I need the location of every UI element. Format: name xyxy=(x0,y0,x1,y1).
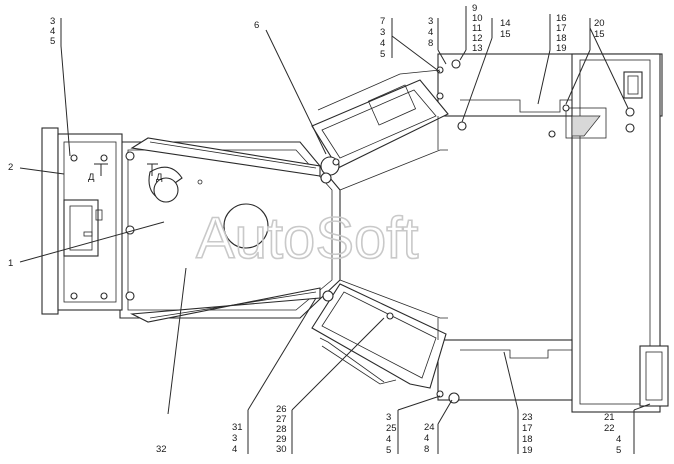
front-end xyxy=(41,127,123,315)
callout-17-line-0: 21 xyxy=(604,412,615,423)
callout-7-line-3: 12 xyxy=(472,33,483,44)
callout-15-line-1: 4 xyxy=(424,433,429,444)
section-mark-right: Д xyxy=(156,172,163,183)
callout-3: 1 xyxy=(8,258,13,269)
callout-16: 23 17 18 19 xyxy=(522,412,533,456)
central-body xyxy=(119,141,341,319)
callout-16-line-1: 17 xyxy=(522,423,533,434)
callout-14: 3 25 4 5 xyxy=(386,412,397,456)
callout-5-line-3: 5 xyxy=(380,49,385,60)
callout-1-line-0: 3 xyxy=(50,16,55,27)
callout-12-line-1: 3 xyxy=(232,433,237,444)
callout-16-line-3: 19 xyxy=(522,445,533,456)
callout-9-line-1: 17 xyxy=(556,23,567,34)
callout-15-line-0: 24 xyxy=(424,422,435,433)
callout-7-line-0: 9 xyxy=(472,3,477,14)
callout-15-line-2: 8 xyxy=(424,444,429,455)
callout-15: 24 4 8 xyxy=(424,422,435,455)
callout-13-line-1: 27 xyxy=(276,414,287,425)
callout-14-line-2: 4 xyxy=(386,434,391,445)
callout-7-line-4: 13 xyxy=(472,43,483,54)
upper-lift-arm xyxy=(130,69,449,184)
callout-12-line-0: 31 xyxy=(232,422,243,433)
callout-11-line-0: 32 xyxy=(156,444,167,455)
callout-17-line-2: 4 xyxy=(616,434,621,445)
callout-5-line-0: 7 xyxy=(380,16,385,27)
callout-8-line-1: 15 xyxy=(500,29,511,40)
callout-1: 3 4 5 xyxy=(50,16,55,47)
callout-2-line-0: 2 xyxy=(8,162,13,173)
callout-13: 26 27 28 29 30 xyxy=(276,404,287,455)
callout-7-line-2: 11 xyxy=(472,23,482,34)
callout-10-line-1: 15 xyxy=(594,29,605,40)
callout-14-line-3: 5 xyxy=(386,445,391,456)
callout-14-line-1: 25 xyxy=(386,423,397,434)
callout-5: 7 3 4 5 xyxy=(380,16,385,60)
callout-17-line-3: 5 xyxy=(616,445,621,456)
callout-9: 16 17 18 19 xyxy=(556,13,567,54)
callout-10: 20 15 xyxy=(594,18,605,40)
callout-17: 21 22 4 5 xyxy=(604,412,621,456)
callout-5-line-2: 4 xyxy=(380,38,385,49)
callout-9-line-3: 19 xyxy=(556,43,567,54)
callout-1-line-1: 4 xyxy=(50,26,55,37)
callout-1-line-2: 5 xyxy=(50,36,55,47)
callout-11: 32 xyxy=(156,444,167,455)
callout-4-line-0: 6 xyxy=(254,20,259,31)
callout-5-line-1: 3 xyxy=(380,27,385,38)
callout-13-line-3: 29 xyxy=(276,434,287,445)
leader-lines xyxy=(19,6,651,454)
callout-9-line-2: 18 xyxy=(556,33,567,44)
callout-7-line-1: 10 xyxy=(472,13,483,24)
rear-frame xyxy=(436,53,669,413)
lower-lift-arm xyxy=(130,283,447,389)
callout-6-line-0: 3 xyxy=(428,16,433,27)
callout-8: 14 15 xyxy=(500,18,511,40)
section-mark-left: Д xyxy=(88,172,95,183)
callout-14-line-0: 3 xyxy=(386,412,391,423)
callout-12-line-2: 4 xyxy=(232,444,237,455)
watermark: AutoSoft xyxy=(196,206,418,271)
callout-6-line-2: 8 xyxy=(428,38,433,49)
callout-6: 3 4 8 xyxy=(428,16,433,49)
callout-3-line-0: 1 xyxy=(8,258,13,269)
callout-13-line-2: 28 xyxy=(276,424,287,435)
callout-6-line-1: 4 xyxy=(428,27,433,38)
callout-17-line-1: 22 xyxy=(604,423,615,434)
callout-8-line-0: 14 xyxy=(500,18,511,29)
callout-7: 9 10 11 12 13 xyxy=(472,3,483,54)
callout-9-line-0: 16 xyxy=(556,13,567,24)
callout-4: 6 xyxy=(254,20,259,31)
callout-2: 2 xyxy=(8,162,13,173)
callout-13-line-4: 30 xyxy=(276,444,287,455)
linkage xyxy=(339,116,448,340)
callout-13-line-0: 26 xyxy=(276,404,287,415)
section-marks: Д Д xyxy=(88,163,163,183)
callout-12: 31 3 4 xyxy=(232,422,243,455)
callout-10-line-0: 20 xyxy=(594,18,605,29)
callout-16-line-0: 23 xyxy=(522,412,533,423)
callout-16-line-2: 18 xyxy=(522,434,533,445)
